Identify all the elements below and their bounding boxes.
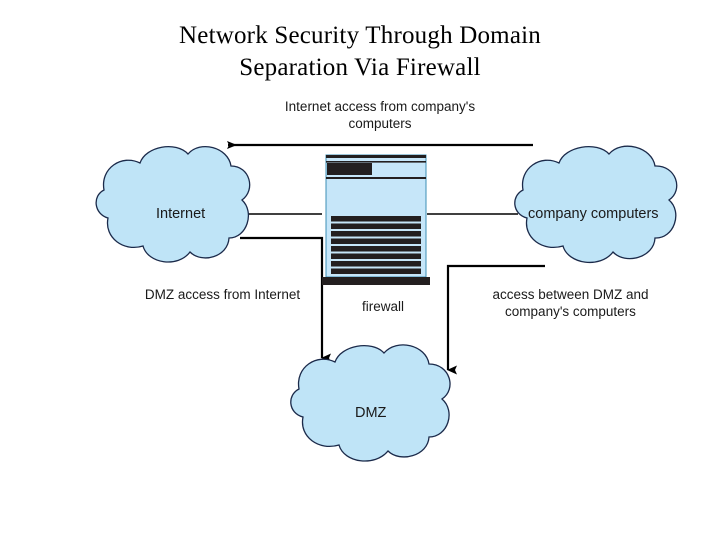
page-title: Network Security Through Domain Separati… — [60, 20, 660, 84]
node-internet-cloud[interactable]: Internet — [95, 146, 251, 263]
label-dmz-access-from-internet: DMZ access from Internet — [144, 287, 301, 302]
label-firewall: firewall — [362, 299, 405, 314]
node-company-computers-cloud[interactable]: company computers — [514, 145, 678, 264]
page-title-line-1: Network Security Through Domain — [179, 22, 541, 49]
node-dmz-cloud[interactable]: DMZ — [290, 344, 451, 462]
label-access-between-dmz-and-company: access between DMZ and company's compute… — [492, 287, 649, 319]
firewall-vent-bars — [331, 216, 421, 274]
internet-cloud-label: Internet — [156, 206, 205, 222]
connector-company-to-dmz — [446, 264, 545, 375]
label-top-flow: Internet access from company's computers — [284, 99, 476, 131]
dmz-cloud-label: DMZ — [355, 405, 387, 421]
page-title-line-2: Separation Via Firewall — [239, 54, 481, 81]
node-firewall-graphic[interactable] — [322, 154, 430, 285]
connector-internet-to-dmz — [240, 236, 331, 363]
company-computers-cloud-label: company computers — [528, 206, 659, 222]
